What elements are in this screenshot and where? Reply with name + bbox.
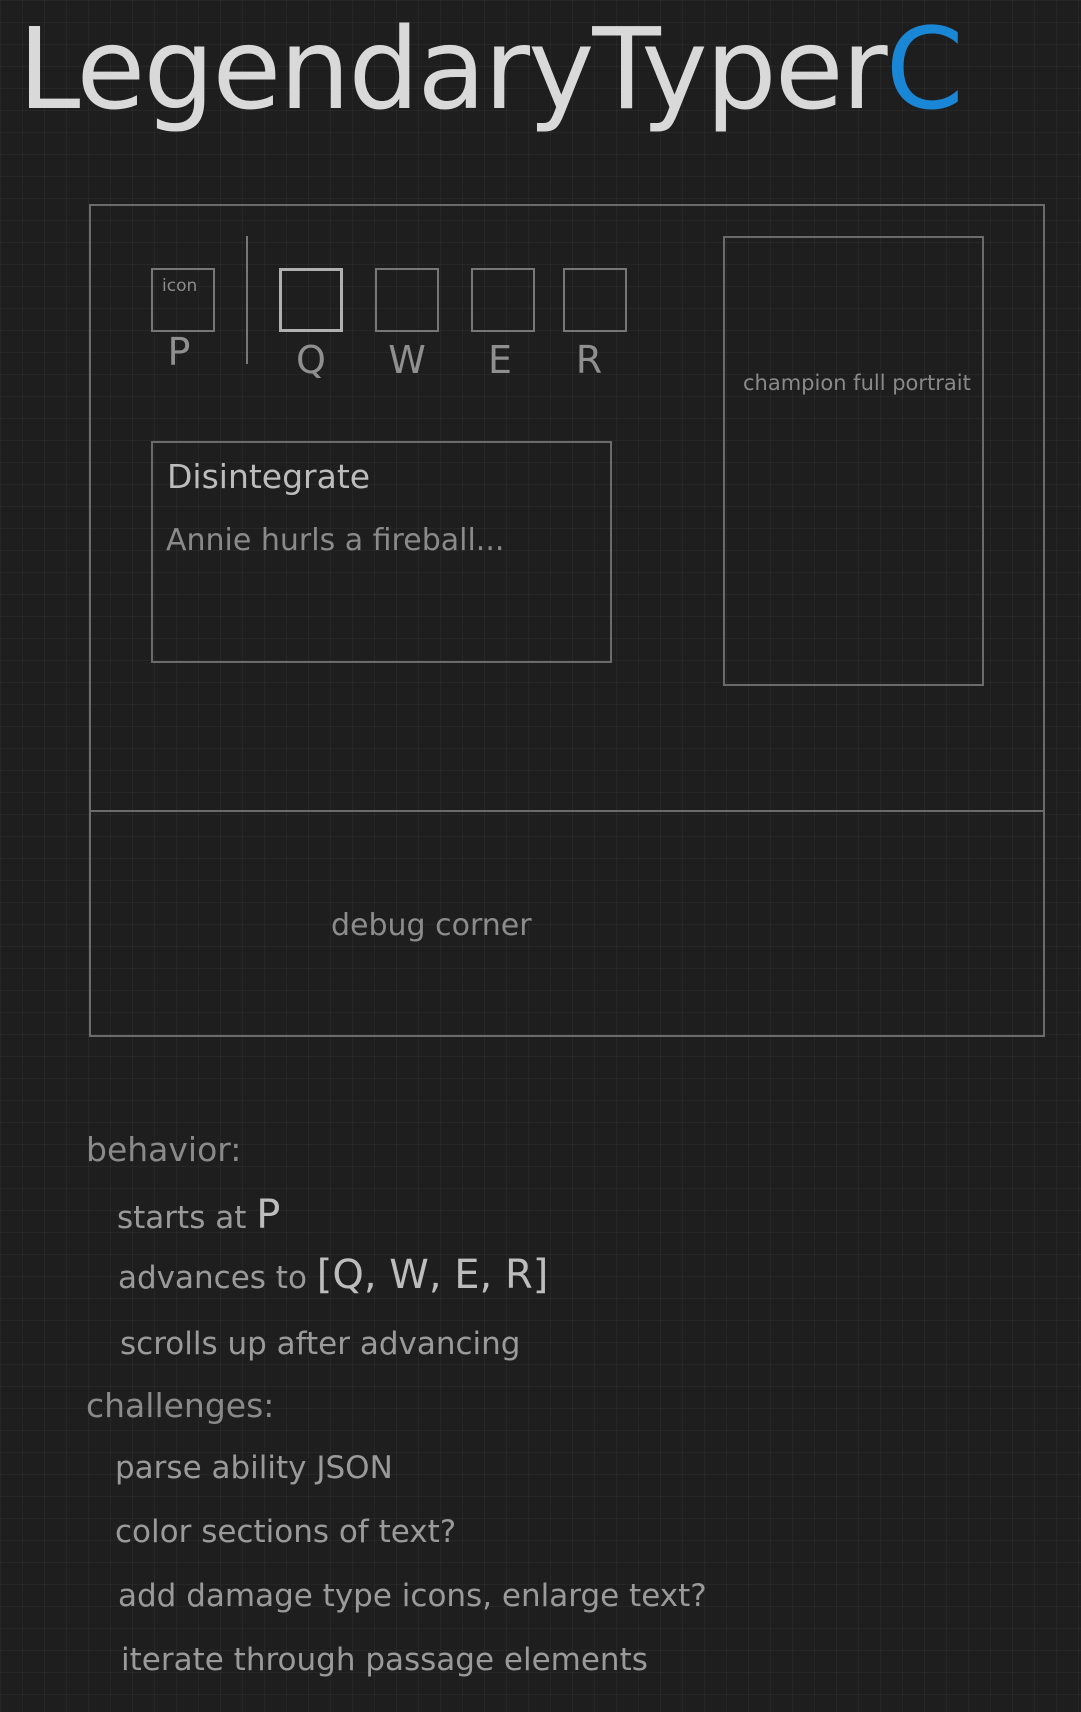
ability-slot-w[interactable]: [375, 268, 439, 332]
challenge-item: add damage type icons, enlarge text?: [118, 1578, 707, 1614]
passive-separator: [246, 236, 248, 364]
app-title: LegendaryTyperC: [18, 0, 964, 140]
ability-key-w: W: [388, 338, 426, 382]
passive-icon-slot[interactable]: icon: [151, 268, 215, 332]
behavior-heading: behavior:: [86, 1130, 242, 1169]
behavior-starts: starts at P: [117, 1192, 280, 1238]
ability-name: Disintegrate: [167, 457, 371, 496]
ability-key-r: R: [575, 338, 603, 382]
behavior-advances-value: [Q, W, E, R]: [316, 1252, 549, 1298]
mockup-frame: [89, 204, 1045, 1037]
behavior-starts-prefix: starts at: [117, 1200, 247, 1236]
behavior-advances: advances to [Q, W, E, R]: [118, 1252, 548, 1298]
passive-key-label: P: [167, 330, 191, 374]
ability-description: Annie hurls a fireball...: [166, 523, 505, 558]
ability-card: Disintegrate Annie hurls a fireball...: [151, 441, 612, 663]
app-title-main: LegendaryTyper: [18, 5, 888, 135]
ability-key-q: Q: [296, 338, 326, 382]
challenge-item: color sections of text?: [115, 1514, 457, 1550]
debug-divider: [91, 810, 1043, 812]
champion-portrait-box: champion full portrait: [723, 236, 984, 686]
behavior-starts-value: P: [256, 1192, 281, 1238]
ability-slot-e[interactable]: [471, 268, 535, 332]
app-title-accent: C: [885, 5, 964, 135]
ability-slot-q[interactable]: [279, 268, 343, 332]
ability-slot-r[interactable]: [563, 268, 627, 332]
challenge-item: iterate through passage elements: [121, 1642, 648, 1678]
behavior-advances-prefix: advances to: [118, 1260, 307, 1296]
behavior-scrolls: scrolls up after advancing: [120, 1326, 521, 1362]
ability-key-e: E: [487, 338, 512, 382]
challenges-heading: challenges:: [86, 1386, 275, 1425]
debug-corner-label: debug corner: [331, 908, 532, 943]
challenge-item: parse ability JSON: [115, 1450, 393, 1486]
passive-icon-text: icon: [162, 276, 198, 296]
champion-portrait-label: champion full portrait: [743, 371, 971, 395]
